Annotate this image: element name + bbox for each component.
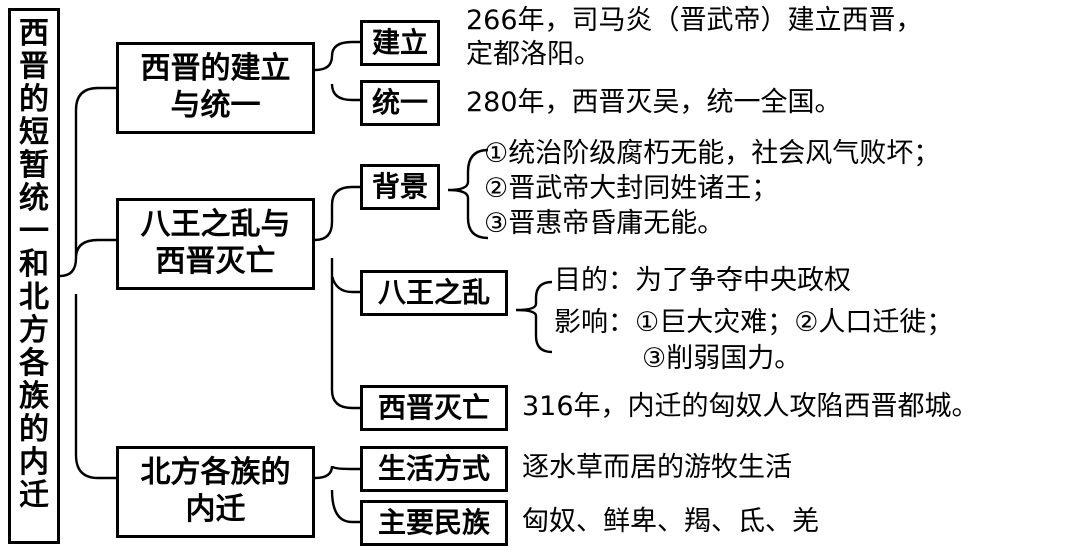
root-title-box: 西 晋 的 短 暂 统 一 和 北 方 各 族 的 内 迁 — [8, 8, 60, 544]
root-title-char: 的 — [19, 82, 49, 117]
founding-text: 266年，司马炎（晋武帝）建立西晋， 定都洛阳。 — [466, 5, 923, 70]
background-brace — [447, 148, 489, 240]
node-lifestyle: 生活方式 — [360, 446, 508, 492]
eight-princes-impact-cont: ③削弱国力。 — [642, 343, 802, 374]
section-rebellion-box: 八王之乱与 西晋灭亡 — [116, 198, 315, 290]
section-establishment-box: 西晋的建立 与统一 — [116, 42, 315, 134]
fall-text: 316年，内迁的匈奴人攻陷西晋都城。 — [522, 391, 979, 422]
main-peoples-text: 匈奴、鲜卑、羯、氐、羌 — [522, 506, 819, 537]
root-title-char: 内 — [19, 445, 49, 480]
root-title-char: 一 — [19, 214, 49, 249]
section1-bracket — [314, 40, 360, 102]
purpose-value: 为了争夺中央政权 — [635, 265, 851, 296]
node-main-peoples: 主要民族 — [360, 500, 508, 546]
section3-bracket — [314, 465, 360, 524]
node-background: 背景 — [360, 164, 440, 210]
section2-bracket — [314, 185, 360, 410]
unification-text: 280年，西晋灭吴，统一全国。 — [466, 87, 842, 118]
eight-princes-impact: 影响：①巨大灾难；②人口迁徙； — [554, 306, 953, 340]
section-title-line: 北方各族的 — [140, 455, 291, 491]
root-title-char: 统 — [19, 181, 49, 216]
root-title-char: 方 — [19, 313, 49, 348]
section-title-line: 内迁 — [185, 492, 246, 527]
root-title-char: 的 — [19, 412, 49, 447]
impact-key: 影响： — [554, 307, 635, 338]
root-bracket — [59, 86, 116, 480]
section-title-line: 西晋灭亡 — [155, 244, 276, 279]
rebellion-brace — [515, 280, 553, 354]
background-text: ①统治阶级腐朽无能，社会风气败坏； ②晋武帝大封同姓诸王； ③晋惠帝昏庸无能。 — [484, 138, 941, 240]
section-title-line: 西晋的建立 — [140, 51, 291, 87]
node-eight-princes: 八王之乱 — [360, 270, 508, 316]
section-title-line: 与统一 — [170, 88, 261, 123]
root-title-char: 迁 — [19, 478, 49, 513]
root-title-char: 和 — [19, 247, 49, 282]
node-founding: 建立 — [360, 20, 440, 66]
section-migration-box: 北方各族的 内迁 — [116, 446, 315, 538]
root-title-char: 族 — [19, 379, 49, 414]
section-title-line: 八王之乱与 — [140, 207, 291, 243]
root-title-char: 暂 — [19, 148, 49, 183]
root-title-char: 短 — [19, 115, 49, 150]
eight-princes-purpose: 目的：为了争夺中央政权 — [554, 264, 851, 298]
purpose-key: 目的： — [554, 265, 635, 296]
lifestyle-text: 逐水草而居的游牧生活 — [522, 452, 792, 483]
root-title-char: 晋 — [19, 49, 49, 84]
node-fall-of-western-jin: 西晋灭亡 — [360, 385, 508, 431]
impact-value-line1: ①巨大灾难；②人口迁徙； — [635, 307, 954, 338]
root-title-char: 各 — [19, 346, 49, 381]
root-title-char: 西 — [19, 16, 49, 51]
node-unification: 统一 — [360, 80, 440, 126]
root-title-char: 北 — [19, 280, 49, 315]
